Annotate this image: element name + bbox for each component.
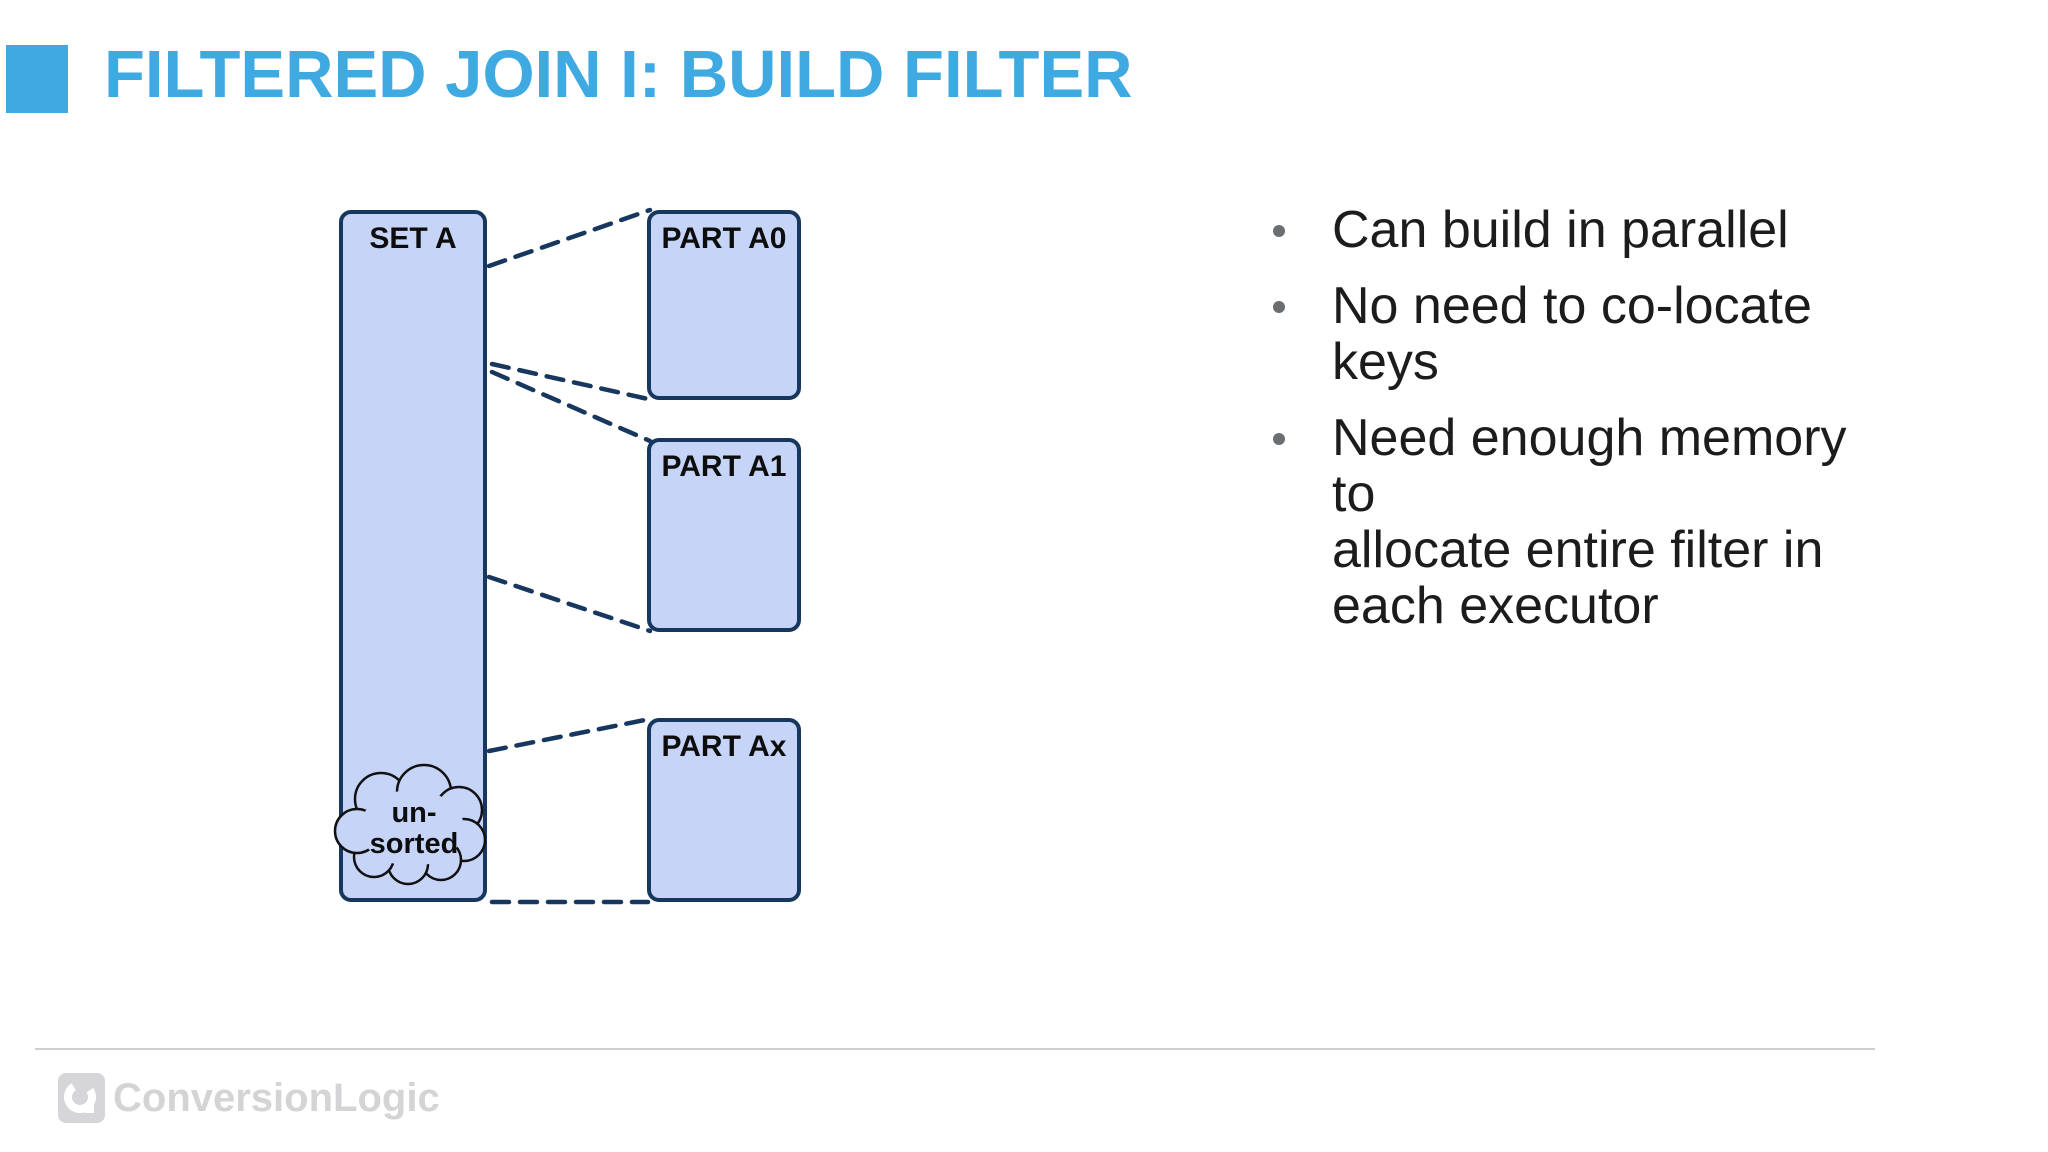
part-a0-box: PART A0	[647, 210, 801, 400]
connector-dashed-line-3	[489, 369, 653, 444]
connector-dashed-line-2	[489, 361, 651, 402]
part-ax-box: PART Ax	[647, 718, 801, 902]
slide-title: FILTERED JOIN I: BUILD FILTER	[104, 37, 1133, 112]
bullet-item-2: No need to co-locate keys	[1253, 278, 1893, 390]
unsorted-cloud-text: un- sorted	[343, 798, 485, 860]
title-accent-square	[6, 45, 68, 113]
cloud-line-2: sorted	[369, 828, 459, 860]
part-a1-box: PART A1	[647, 438, 801, 632]
logo-text: ConversionLogic	[113, 1076, 440, 1120]
footer-divider	[35, 1048, 1875, 1050]
cloud-line-1: un-	[391, 797, 437, 829]
connector-dashed-line-5	[486, 716, 653, 754]
connector-dashed-line-1	[486, 207, 653, 269]
part-a0-label: PART A0	[661, 222, 787, 255]
conversion-logic-logo: ConversionLogic	[58, 1073, 458, 1128]
connector-dashed-line-4	[486, 574, 653, 634]
bullet-item-1: Can build in parallel	[1253, 202, 1893, 258]
part-a1-label: PART A1	[661, 450, 787, 483]
set-a-label: SET A	[369, 222, 457, 255]
conversion-logic-mark-icon	[58, 1073, 105, 1123]
part-ax-label: PART Ax	[661, 730, 787, 763]
bullet-list: Can build in parallel No need to co-loca…	[1253, 202, 1893, 654]
bullet-item-3: Need enough memory to allocate entire fi…	[1253, 410, 1893, 634]
